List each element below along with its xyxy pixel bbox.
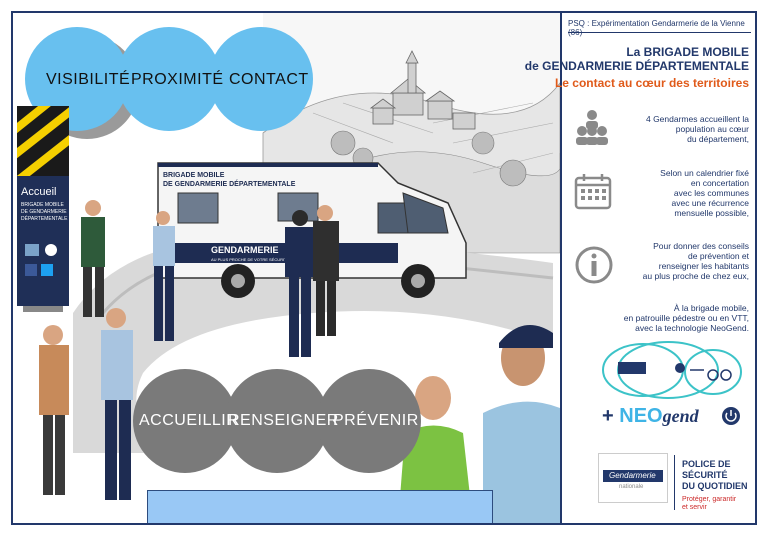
van-side-subtext: AU PLUS PROCHE DE VOTRE SÉCURITÉ: [211, 257, 290, 262]
poster-frame: VISIBILITÉ PROXIMITÉ CONTACT Accueil BRI…: [11, 11, 757, 525]
psq-slogan-line: Protéger, garantir: [682, 496, 737, 503]
bubble-contact: [209, 27, 313, 131]
info-line: en patrouille pédestre ou en VTT,: [623, 313, 749, 323]
bubble-accueillir: [133, 369, 237, 473]
gendarmerie-logo: Gendarmerie nationale: [598, 453, 668, 503]
psq-logo-text: POLICE DE SÉCURITÉ DU QUOTIDIEN: [682, 459, 748, 492]
title-line-2: de GENDARMERIE DÉPARTEMENTALE: [524, 59, 749, 73]
bubble-renseigner: [225, 369, 329, 473]
info-advice: Pour donner des conseils de prévention e…: [643, 241, 749, 281]
patrol-modes-icon: [602, 341, 742, 399]
label-prevenir: PRÉVENIR: [333, 412, 419, 429]
title-line-1: La BRIGADE MOBILE: [626, 45, 749, 59]
label-contact: CONTACT: [229, 71, 309, 88]
facebook-icon: [25, 264, 37, 276]
info-line: 4 Gendarmes accueillent la: [645, 114, 749, 124]
info-line: renseigner les habitants: [658, 261, 749, 271]
info-calendar: Selon un calendrier fixé en concertation…: [660, 168, 749, 218]
info-line: Pour donner des conseils: [653, 241, 749, 251]
neogend-suffix: gend: [662, 406, 699, 426]
info-line: population au cœur: [675, 124, 749, 134]
info-icon: [575, 246, 613, 284]
info-line: du département,: [687, 134, 749, 144]
banner-line: DÉPARTEMENTALE: [21, 216, 68, 222]
info-line: mensuelle possible,: [674, 208, 749, 218]
neogend-logo: + NEOgend: [602, 405, 699, 427]
header-divider: [568, 32, 751, 33]
psq-slogan-line: et servir: [682, 504, 707, 511]
bubble-prevenir: [317, 369, 421, 473]
rollup-banner: Accueil BRIGADE MOBILE DE GENDARMERIE DÉ…: [17, 106, 69, 312]
banner-line: BRIGADE MOBILE: [21, 202, 64, 208]
banner-title: Accueil: [21, 186, 57, 198]
psq-line: POLICE DE: [682, 459, 731, 469]
label-accueillir: ACCUEILLIR: [139, 412, 239, 429]
neogend-prefix: NEO: [619, 405, 663, 427]
calendar-icon: [574, 174, 612, 210]
psq-line: DU QUOTIDIEN: [682, 481, 748, 491]
psq-slogan: Protéger, garantir et servir: [682, 496, 736, 512]
label-visibilite: VISIBILITÉ: [46, 71, 131, 88]
info-gendarmes: 4 Gendarmes accueillent la population au…: [646, 114, 749, 144]
illustration-scene: VISIBILITÉ PROXIMITÉ CONTACT Accueil BRI…: [13, 13, 560, 523]
gendarmerie-logo-subtext: nationale: [619, 484, 644, 490]
banner-base: [23, 306, 63, 312]
gendarmerie-logo-text: Gendarmerie: [609, 471, 656, 480]
group-people-icon: [576, 110, 608, 145]
label-proximite: PROXIMITÉ: [131, 71, 224, 88]
info-line: À la brigade mobile,: [673, 303, 749, 313]
mobile-brigade-van: [157, 162, 467, 298]
chat-icon: [25, 244, 39, 256]
info-line: Selon un calendrier fixé: [660, 168, 749, 178]
info-line: en concertation: [690, 178, 749, 188]
power-icon: [722, 407, 740, 425]
van-side-text: GENDARMERIE: [211, 245, 279, 255]
banner-text: BRIGADE MOBILE DE GENDARMERIE DÉPARTEMEN…: [21, 202, 67, 223]
target-icon: [45, 244, 57, 256]
bottom-text-box: [147, 490, 493, 523]
title-line-3: Le contact au cœur des territoires: [554, 76, 749, 90]
psq-line: SÉCURITÉ: [682, 470, 728, 480]
van-label-line: BRIGADE MOBILE: [163, 172, 225, 179]
panel-header: PSQ : Expérimentation Gendarmerie de la …: [568, 19, 745, 37]
info-panel: PSQ : Expérimentation Gendarmerie de la …: [525, 13, 755, 523]
hazard-stripes-icon: [17, 106, 69, 176]
info-patrol: À la brigade mobile, en patrouille pédes…: [624, 303, 749, 333]
info-line: de prévention et: [688, 251, 749, 261]
twitter-icon: [41, 264, 53, 276]
banner-line: DE GENDARMERIE: [21, 209, 67, 215]
info-line: avec les communes: [673, 188, 749, 198]
bubble-proximite: [117, 27, 221, 131]
van-label-line: DE GENDARMERIE DÉPARTEMENTALE: [163, 181, 296, 188]
info-line: au plus proche de chez eux,: [642, 271, 749, 281]
info-line: avec une récurrence: [671, 198, 750, 208]
logo-divider: [674, 455, 675, 510]
van-label: BRIGADE MOBILE DE GENDARMERIE DÉPARTEMEN…: [163, 171, 295, 189]
label-renseigner: RENSEIGNER: [228, 412, 339, 429]
info-line: avec la technologie NeoGend.: [635, 323, 749, 333]
